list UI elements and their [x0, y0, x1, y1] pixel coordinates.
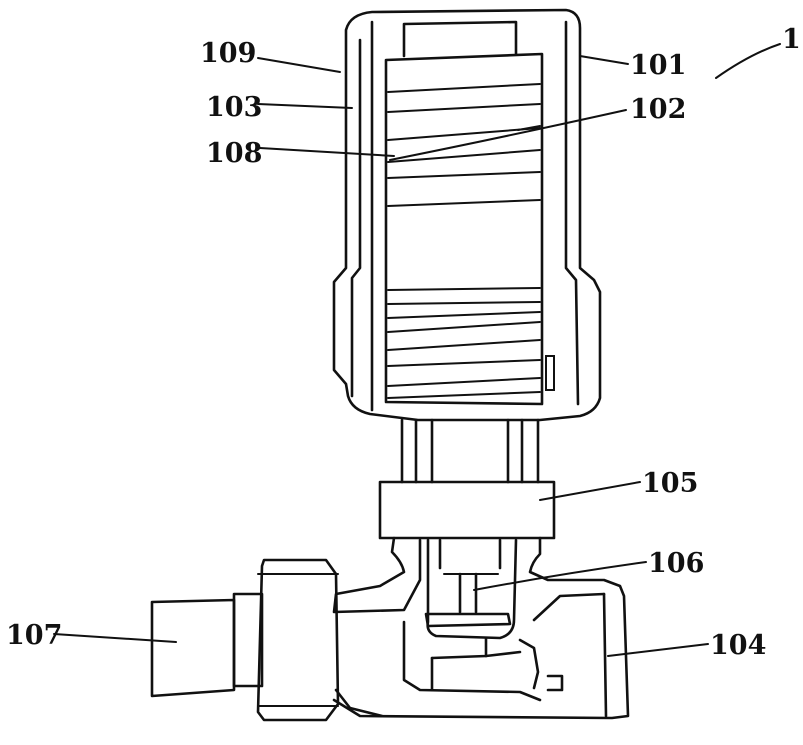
coil-housing: [332, 8, 602, 422]
label-109: 109: [200, 38, 256, 69]
label-108: 108: [206, 138, 262, 169]
left-fitting: [150, 558, 340, 722]
label-102: 102: [630, 94, 686, 125]
valve-body: [332, 536, 630, 720]
label-107: 107: [6, 620, 62, 651]
label-103: 103: [206, 92, 262, 123]
reference-labels: 1 101 102 103 104 105 106 107 108 109: [6, 24, 801, 661]
label-1: 1: [782, 24, 801, 55]
label-105: 105: [642, 468, 698, 499]
label-104: 104: [710, 630, 766, 661]
label-101: 101: [630, 50, 686, 81]
label-106: 106: [648, 548, 704, 579]
leader-lines: [53, 43, 781, 657]
valve-stem: [400, 418, 540, 484]
nut-105: [378, 480, 556, 540]
coil-winding: [384, 52, 555, 406]
